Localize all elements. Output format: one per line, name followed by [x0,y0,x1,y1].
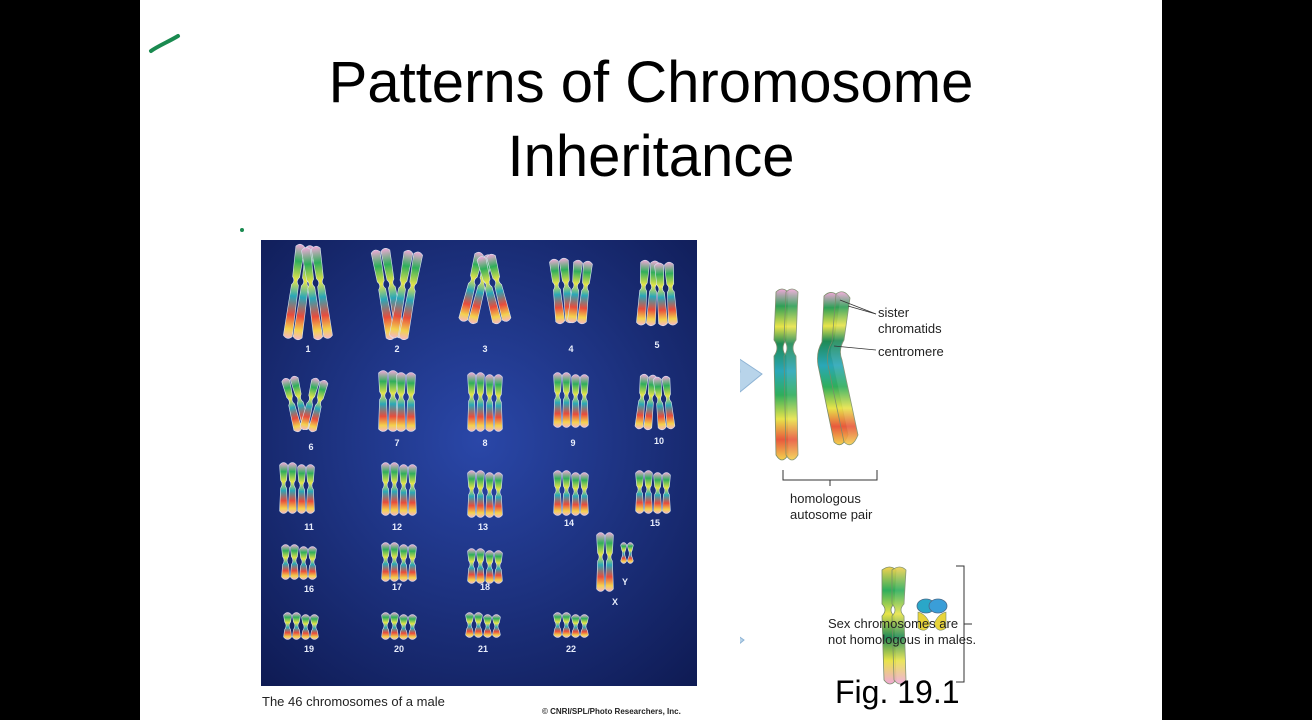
label-centromere: centromere [878,344,944,359]
chromosome-label-12: 12 [392,522,402,532]
chromosome-label-3: 3 [482,344,487,354]
chromosome-19-a [283,612,301,640]
arrow-to-autosome [740,358,763,393]
chromosome-label-17: 17 [392,582,402,592]
karyotype-caption: The 46 chromosomes of a male [262,694,445,709]
label-autosome-pair: autosome pair [790,507,873,522]
label-sister: sister [878,305,910,320]
chromosome-5-b [654,261,678,327]
chromosome-15-a [635,470,653,514]
chromosome-label-13: 13 [478,522,488,532]
label-chromatids: chromatids [878,321,942,336]
chromosome-10-a [634,373,658,431]
chromosome-label-4: 4 [568,344,573,354]
chromosome-20-a [381,612,399,640]
chromosome-label-Y: Y [622,577,628,587]
chromosome-label-21: 21 [478,644,488,654]
chromosome-11-b [297,464,315,514]
y-chromosome [916,598,948,631]
chromosome-9-b [571,374,589,428]
chromosome-label-16: 16 [304,584,314,594]
chromosome-18-b [485,550,503,584]
chromosome-2-b [389,249,423,341]
chromosome-label-22: 22 [566,644,576,654]
chromosome-label-19: 19 [304,644,314,654]
chromosome-label-5: 5 [654,340,659,350]
arrow-to-sex-chromosomes [740,636,745,644]
chromosome-label-9: 9 [570,438,575,448]
chromosome-16-a [281,544,299,580]
pen-stroke-icon [149,34,180,53]
chromosome-detail-figure [740,288,972,685]
chromosome-13-a [467,470,485,518]
chromosome-label-8: 8 [482,438,487,448]
chromosome-Y [620,542,634,564]
slide-title-line1: Patterns of Chromosome [328,50,974,115]
chromosome-19-b [301,614,319,640]
photo-credit: © CNRI/SPL/Photo Researchers, Inc. [542,707,681,716]
chromosome-22-b [571,614,589,638]
chromosome-group [279,243,678,640]
chromosome-17-b [399,544,417,582]
chromosome-9-a [553,372,571,428]
chromosome-18-a [467,548,485,584]
chromosome-21-b [483,614,501,638]
chromosome-12-b [399,464,417,516]
chromosome-8-a [467,372,485,432]
chromosome-label-1: 1 [305,344,310,354]
chromosome-16-b [299,546,317,580]
chromosome-7-b [396,372,416,432]
chromosome-label-10: 10 [654,436,664,446]
chromosome-6-b [299,377,329,433]
chromosome-3-b [476,253,512,325]
label-homologous: homologous [790,491,861,506]
chromosome-21-a [465,612,483,638]
slide-title-line2: Inheritance [507,124,795,189]
chromosome-label-7: 7 [394,438,399,448]
chromosome-label-11: 11 [304,522,314,532]
chromosome-15-b [653,472,671,514]
chromosome-label-X: X [612,597,618,607]
chromosome-22-a [553,612,571,638]
chromosome-label-6: 6 [308,442,313,452]
chromosome-14-b [571,472,589,516]
label-not-homologous: not homologous in males. [828,632,977,647]
homologous-autosome-pair [773,288,859,461]
chromosome-10-b [652,375,676,431]
label-sex-chromosomes: Sex chromosomes are [828,616,959,631]
chromosome-1-b [301,245,333,341]
chromosome-label-18: 18 [480,582,490,592]
chromosome-7-a [378,370,398,432]
chromosome-20-b [399,614,417,640]
chromosome-label-15: 15 [650,518,660,528]
chromosome-label-2: 2 [394,344,399,354]
chromosome-label-14: 14 [564,518,574,528]
chromosome-4-b [567,259,593,325]
x-chromosome [881,566,907,685]
chromosome-8-b [485,374,503,432]
chromosome-X [596,532,614,592]
chromosome-12-a [381,462,399,516]
chromosome-14-a [553,470,571,516]
chromosome-17-a [381,542,399,582]
figure-number: Fig. 19.1 [835,674,960,710]
chromosome-label-20: 20 [394,644,404,654]
chromosome-11-a [279,462,297,514]
bullet-dot [240,228,244,232]
chromosome-13-b [485,472,503,518]
